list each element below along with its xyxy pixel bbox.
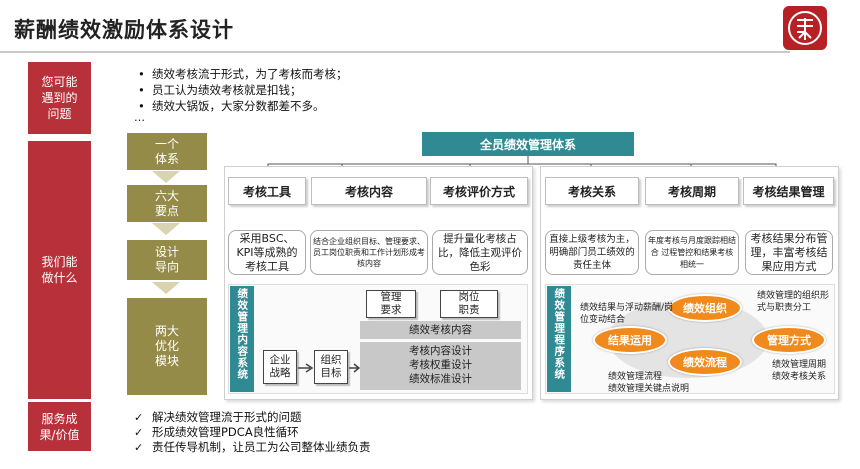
enterprise-strategy-box: 企业 战略 [263, 350, 297, 384]
desc-assessment-cycle: 年度考核与月度跟踪相结合 过程管控和结果考核相统一 [645, 230, 739, 275]
side-label-results: 服务成 果/价值 [28, 402, 91, 451]
down-arrow-icon [152, 282, 180, 294]
seal-icon [788, 11, 822, 45]
side-label-problems: 您可能 遇到的 问题 [28, 62, 91, 134]
org-goal-box: 组织 目标 [314, 350, 348, 384]
outcome-list: 解决绩效管理流于形式的问题 形成绩效管理PDCA良性循环 责任传导机制，让员工为… [134, 410, 371, 455]
mgmt-requirement-box: 管理 要求 [366, 290, 416, 318]
note-org-form: 绩效管理的组织形式与职责分工 [757, 291, 830, 313]
step-design-orientation: 设计 导向 [127, 240, 207, 280]
header-assessment-cycle: 考核周期 [645, 177, 739, 205]
outcome-item: 解决绩效管理流于形式的问题 [134, 410, 371, 425]
header-result-management: 考核结果管理 [743, 177, 834, 205]
content-bar: 绩效考核内容 [360, 321, 521, 339]
outcome-item: 责任传导机制，让员工为公司整体业绩负责 [134, 440, 371, 455]
header-assessment-tools: 考核工具 [228, 177, 306, 205]
title-divider [0, 51, 790, 53]
flow-arrows [298, 363, 360, 373]
process-system-label: 绩效管理程序系统 [547, 286, 571, 392]
ellipsis: … [134, 111, 145, 124]
down-arrow-icon [152, 171, 180, 183]
desc-assessment-content: 结合企业组织目标、管理要求、员工岗位职责和工作计划形成考核内容 [310, 230, 428, 275]
desc-evaluation-method: 提升量化考核占比，降低主观评价色彩 [432, 230, 528, 275]
step-two-modules: 两大 优化 模块 [127, 298, 207, 395]
problem-item: 员工认为绩效考核就是扣钱； [138, 82, 348, 98]
company-logo [783, 6, 827, 50]
note-cycle: 绩效管理周期 绩效考核关系 [772, 360, 827, 382]
header-assessment-relation: 考核关系 [545, 177, 639, 205]
oval-performance-flow: 绩效流程 [668, 348, 742, 376]
problem-item: 绩效大锅饭，大家分数都差不多。 [138, 98, 348, 114]
oval-result-application: 结果运用 [593, 326, 667, 354]
side-label-capabilities: 我们能 做什么 [28, 141, 91, 399]
header-assessment-content: 考核内容 [311, 177, 427, 205]
design-lines: 考核内容设计 考核权重设计 绩效标准设计 [360, 342, 521, 390]
page-title: 薪酬绩效激励体系设计 [14, 18, 234, 42]
step-six-points: 六大 要点 [127, 185, 207, 222]
content-system-label: 绩效管理内容系统 [230, 286, 254, 392]
oval-performance-org: 绩效组织 [668, 294, 742, 322]
desc-result-management: 考核结果分布管理，丰富考核结果应用方式 [745, 230, 833, 275]
desc-assessment-tools: 采用BSC、KPI等成熟的考核工具 [228, 230, 306, 275]
oval-management-method: 管理方式 [752, 326, 826, 354]
down-arrow-icon [152, 223, 180, 235]
problem-item: 绩效考核流于形式，为了考核而考核； [138, 66, 348, 82]
outcome-item: 形成绩效管理PDCA良性循环 [134, 425, 371, 440]
header-evaluation-method: 考核评价方式 [430, 177, 528, 205]
system-title: 全员绩效管理体系 [422, 132, 634, 156]
problem-list: 绩效考核流于形式，为了考核而考核； 员工认为绩效考核就是扣钱； 绩效大锅饭，大家… [138, 66, 348, 114]
note-flow: 绩效管理流程 绩效管理关键点说明 [608, 372, 690, 394]
desc-assessment-relation: 直接上级考核为主，明确部门员工绩效的责任主体 [545, 230, 639, 275]
position-duty-box: 岗位 职责 [440, 290, 498, 318]
step-one-system: 一个 体系 [127, 133, 207, 170]
note-result-link: 绩效结果与浮动薪酬/岗位变动结合 [580, 303, 674, 325]
